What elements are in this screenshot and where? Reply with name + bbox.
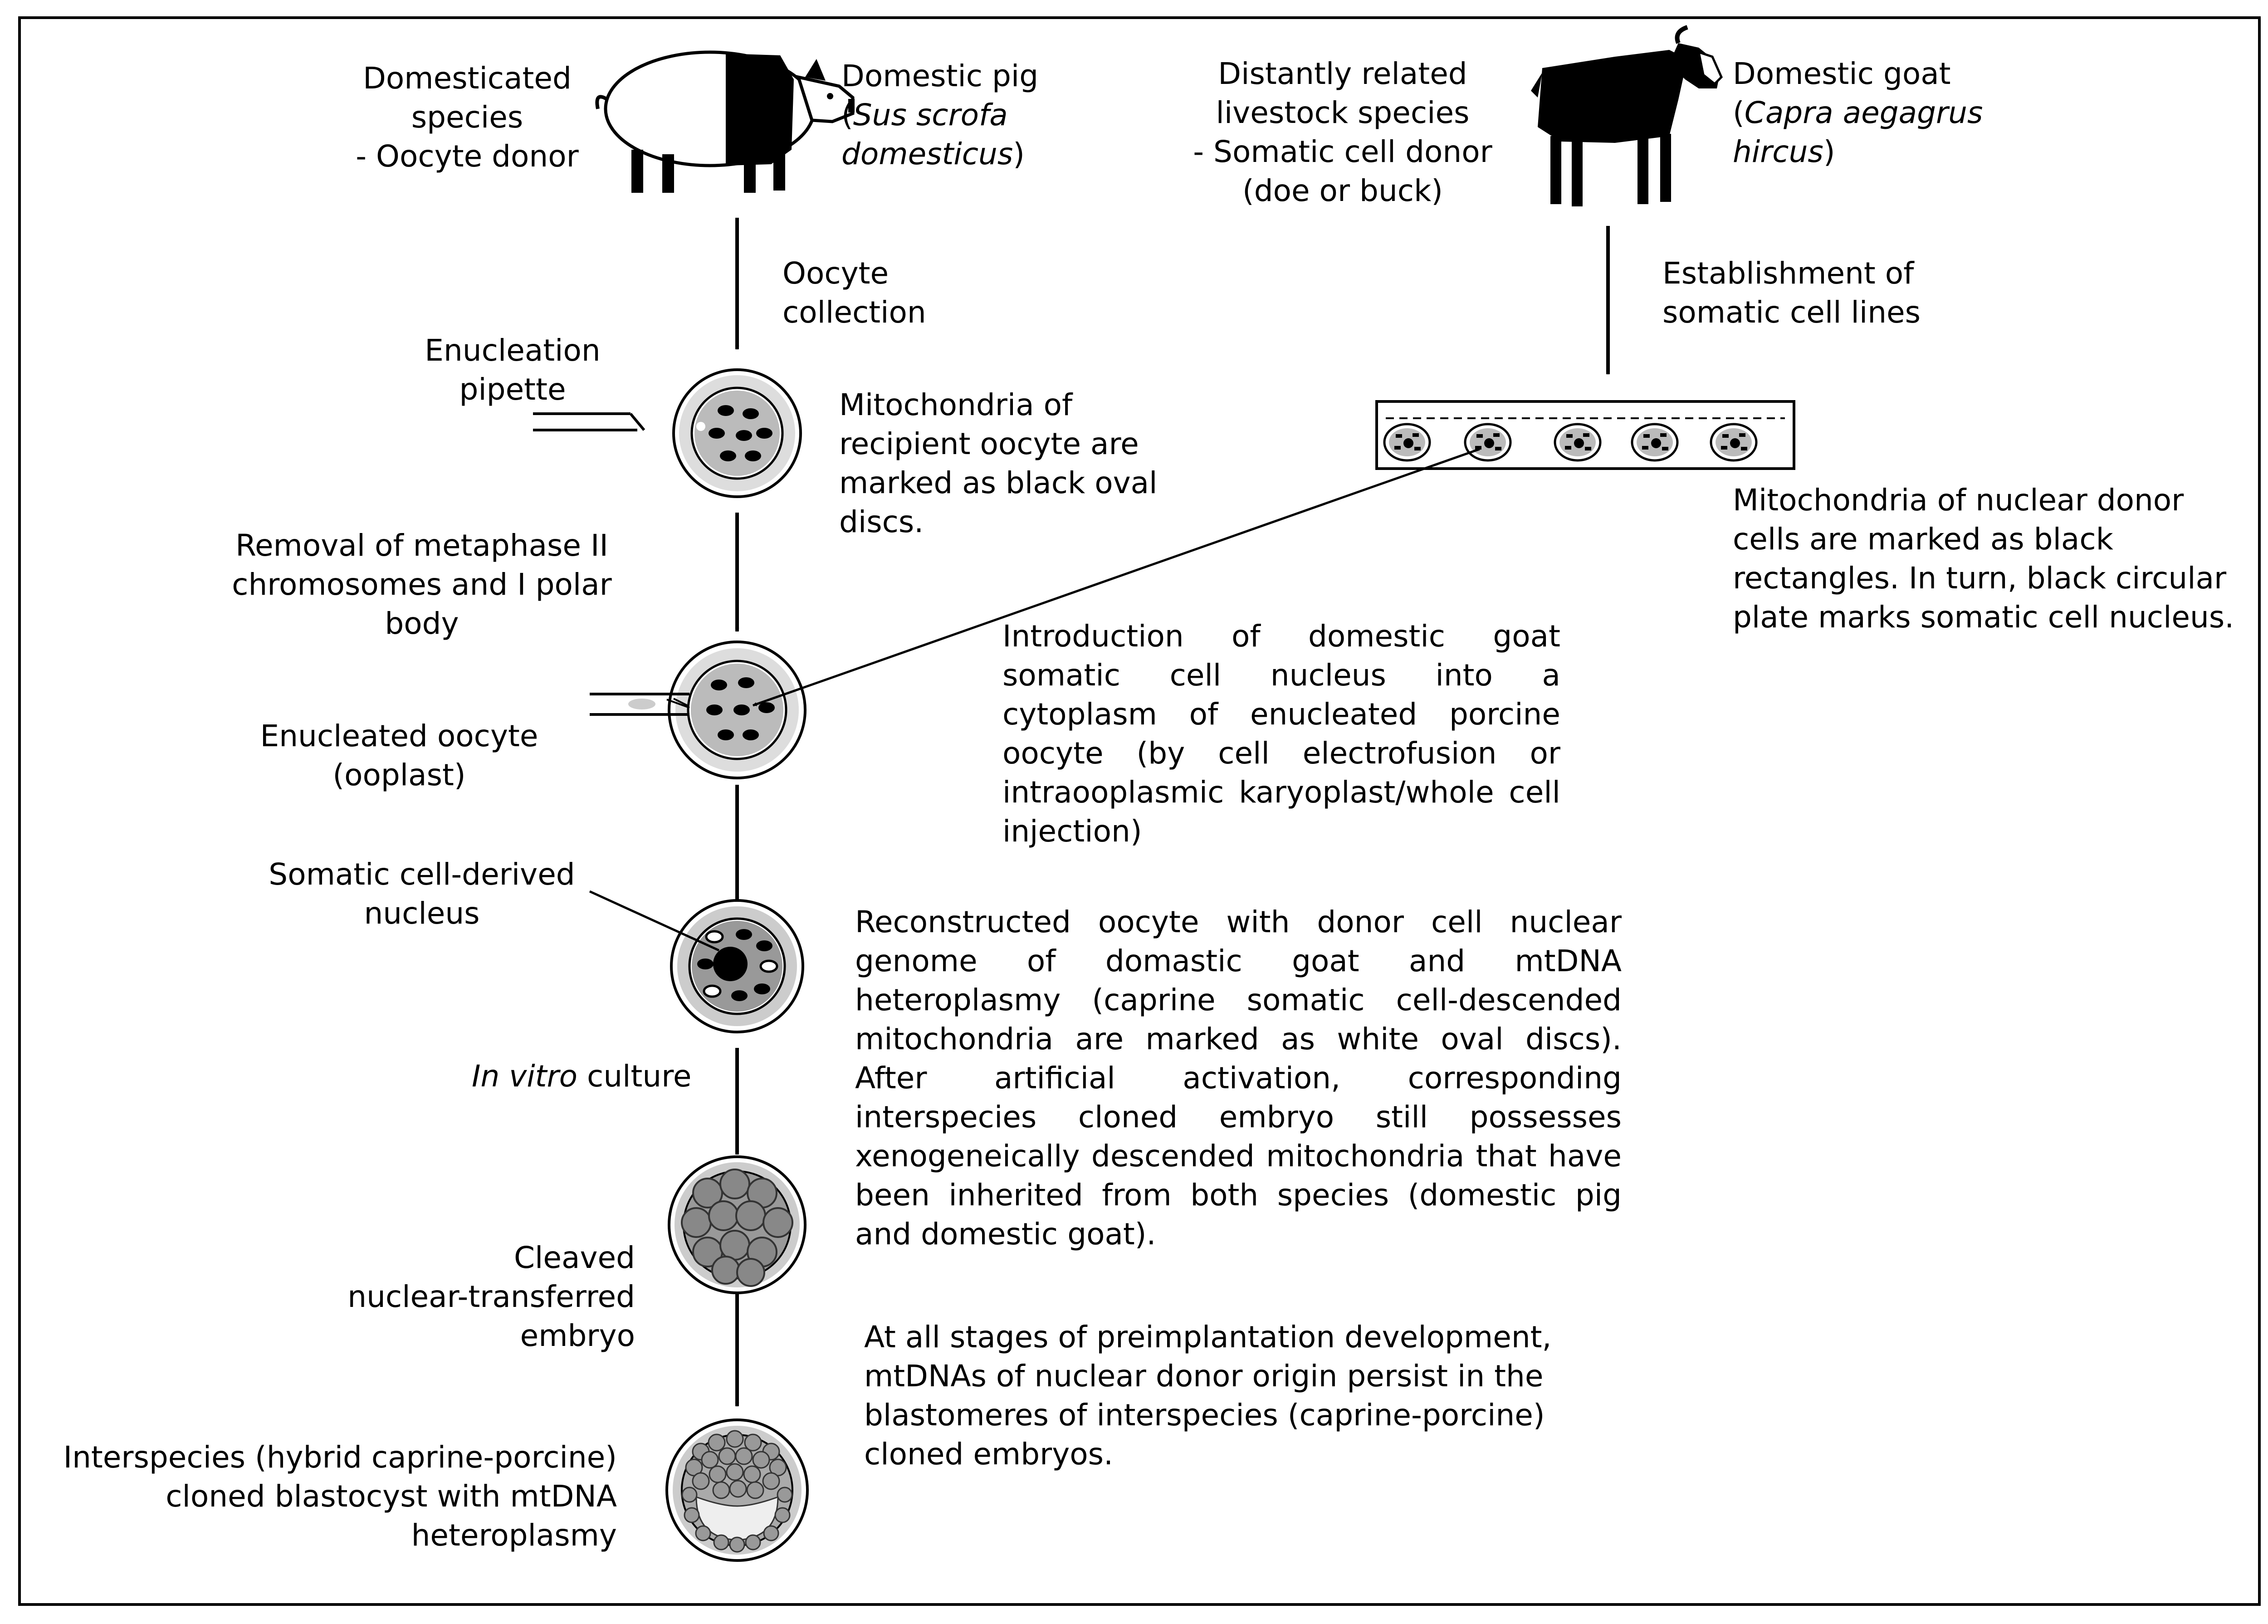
somatic-cell	[1464, 423, 1512, 462]
introduction-label: Introduction of domestic goat somatic ce…	[1002, 619, 1560, 849]
goat-latin-close: )	[1823, 134, 1835, 169]
in-vitro-label: In vitro culture	[472, 1057, 726, 1096]
reconstructed-oocyte	[670, 899, 804, 1033]
goat-latin-name: Capra aegagrus hircus	[1733, 95, 1983, 169]
nucleus-pointer	[589, 890, 720, 952]
pig-name: Domestic pig	[841, 59, 1039, 93]
goat-name: Domestic goat	[1733, 56, 1951, 91]
pig-latin-label: Domestic pig (Sus scrofa domesticus)	[841, 57, 1068, 174]
injection-pipette	[590, 693, 690, 716]
somatic-cell	[1710, 423, 1758, 462]
preimplantation-label: At all stages of preimplantation develop…	[864, 1320, 1552, 1472]
in-vitro-rest: culture	[577, 1059, 692, 1094]
nuclear-transfer-line	[753, 448, 1480, 707]
goat-role-label: Distantly related livestock species - So…	[1193, 56, 1492, 208]
blastocyst	[665, 1419, 809, 1562]
goat-latin-open: (	[1733, 95, 1745, 130]
donor-mito-label: Mitochondria of nuclear donor cells are …	[1733, 483, 2234, 635]
removal-label: Removal of metaphase II chromosomes and …	[232, 528, 612, 641]
enucleated-label: Enucleated oocyte (ooplast)	[260, 719, 538, 792]
somatic-cell	[1383, 423, 1431, 462]
somatic-lines-label: Establishment of somatic cell lines	[1662, 256, 1921, 330]
recipient-mito-label: Mitochondria of recipient oocyte are mar…	[839, 387, 1158, 539]
recipient-oocyte	[672, 368, 802, 498]
enucleation-pipette	[533, 412, 645, 431]
pig-latin-name: Sus scrofa domesticus	[841, 98, 1013, 171]
cleaved-label: Cleaved nuclear-transferred embryo	[347, 1240, 635, 1353]
somatic-cells	[1383, 423, 1758, 462]
pig-role-label: Domesticated species - Oocyte donor	[356, 61, 579, 174]
goat-latin-label: Domestic goat (Capra aegagrus hircus)	[1733, 54, 2005, 171]
blastocyst-label: Interspecies (hybrid caprine-porcine) cl…	[63, 1440, 617, 1553]
pig-latin-open: (	[841, 98, 853, 132]
pig-latin-close: )	[1013, 137, 1025, 171]
in-vitro-italic: In vitro	[472, 1059, 578, 1094]
pig-silhouette-icon	[595, 50, 855, 193]
enucleation-pipette-label: Enucleation pipette	[425, 333, 601, 407]
enucleated-oocyte	[668, 641, 807, 779]
goat-silhouette-icon	[1531, 25, 1723, 206]
somatic-cell	[1554, 423, 1602, 462]
figure-frame	[18, 16, 2261, 1606]
reconstructed-label: Reconstructed oocyte with donor cell nuc…	[855, 905, 1622, 1252]
cleaved-embryo	[668, 1155, 807, 1294]
somatic-nucleus-label: Somatic cell-derived nucleus	[269, 857, 575, 931]
oocyte-collection-label: Oocyte collection	[782, 256, 926, 330]
somatic-cell	[1631, 423, 1679, 462]
